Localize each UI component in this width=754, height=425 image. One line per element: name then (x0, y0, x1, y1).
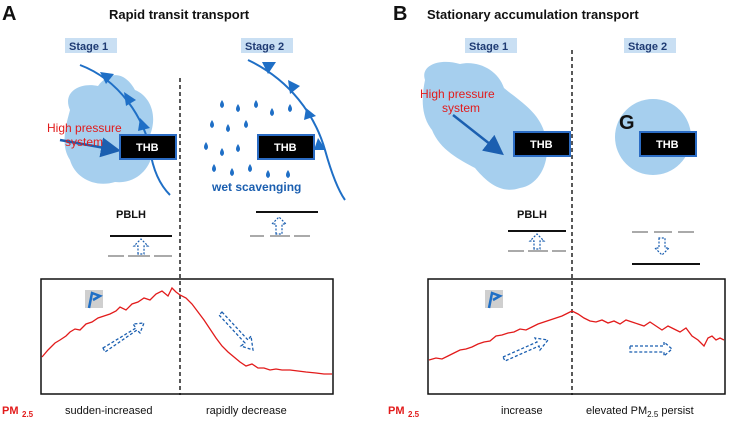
panel-a-pblh-label: PBLH (116, 209, 146, 221)
panel-b-thb-label-1: THB (530, 139, 553, 151)
front-triangle (138, 118, 150, 131)
raindrop-icon (226, 124, 230, 132)
panel-b-stage2-label: Stage 2 (628, 41, 667, 53)
panel-b-thb-label-2: THB (656, 139, 679, 151)
panel-b-pm-box (427, 278, 726, 395)
panel-b: B Stationary accumulation transport Stag… (388, 3, 726, 419)
raindrop-icon (212, 164, 216, 172)
panel-b-bottom-right-label: elevated PM2.5 persist (586, 405, 694, 419)
panel-b-bottom-right-sub: 2.5 (647, 410, 659, 419)
panel-b-flow-arrow (452, 114, 504, 156)
panel-a-thb-box-1 (119, 134, 177, 160)
panel-a-thb-box-2 (257, 134, 315, 160)
panel-b-bottom-left-label: increase (501, 405, 543, 417)
trend-arrow-icon (502, 337, 550, 362)
panel-b-thb-box-2 (639, 131, 697, 157)
raindrop-icon (288, 104, 292, 112)
raindrop-icon (236, 144, 240, 152)
panel-a-stage2-label: Stage 2 (245, 41, 284, 53)
panel-a-letter: A (2, 3, 16, 25)
panel-a-pblh-up-arrow-1 (132, 238, 150, 255)
flag-icon (87, 291, 103, 309)
panel-b-high-pressure-label-2: system (442, 101, 480, 115)
raindrop-icon (286, 170, 290, 178)
panel-b-pm-subscript: 2.5 (408, 410, 420, 419)
trend-arrow-icon (218, 311, 254, 351)
panel-a-bottom-left-label: sudden-increased (65, 405, 152, 417)
front-triangle (262, 62, 276, 74)
front-triangle (124, 92, 136, 106)
panel-a-high-pressure-label-1: High pressure (47, 121, 122, 135)
raindrop-icon (236, 104, 240, 112)
panel-b-title: Stationary accumulation transport (427, 7, 639, 22)
panel-a-thb-label-2: THB (274, 142, 297, 154)
panel-a-stage1-bg (65, 38, 117, 53)
panel-b-pblh-label: PBLH (517, 209, 547, 221)
raindrop-icon (266, 170, 270, 178)
panel-a-high-pressure-label-2: system (65, 135, 103, 149)
panel-b-g-label: G (619, 112, 635, 134)
panel-b-letter: B (393, 3, 407, 25)
panel-a-thb-label-1: THB (136, 142, 159, 154)
front-triangle (288, 80, 300, 94)
panel-b-high-pressure-label-1: High pressure (420, 87, 495, 101)
panel-b-stage1-bg (465, 38, 517, 53)
panel-b-thb-box-1 (513, 131, 571, 157)
raindrop-icon (220, 148, 224, 156)
panel-b-high-pressure-airmass (422, 61, 548, 190)
panel-a-stage1-label: Stage 1 (69, 41, 108, 53)
trend-arrow-icon (102, 322, 145, 353)
raindrop-icon (270, 108, 274, 116)
raindrop-icon (244, 120, 248, 128)
panel-b-pm-label: PM (388, 405, 405, 417)
panel-b-stage2-bg (624, 38, 676, 53)
front-triangle (100, 72, 114, 84)
front-triangle (304, 108, 316, 120)
raindrop-icon (204, 142, 208, 150)
panel-b-pblh-down-arrow (653, 237, 671, 256)
panel-a: A Rapid transit transport Stage 1 Stage … (2, 3, 346, 419)
raindrop-icon (248, 164, 252, 172)
trend-arrow-icon (629, 340, 673, 358)
panel-b-bottom-right-tail: persist (658, 405, 693, 417)
panel-a-flow-arrow (59, 137, 121, 158)
panel-a-raindrops (204, 100, 292, 178)
panel-a-stage2-bg (241, 38, 293, 53)
panel-b-bottom-right-main: elevated PM (586, 405, 647, 417)
raindrop-icon (254, 100, 258, 108)
panel-a-bottom-right-label: rapidly decrease (206, 405, 287, 417)
raindrop-icon (210, 120, 214, 128)
panel-a-pm-label: PM (2, 405, 19, 417)
flag-icon (487, 291, 503, 309)
panel-a-pm-box (40, 278, 334, 395)
panel-a-cold-front-2 (247, 59, 346, 201)
panel-a-title: Rapid transit transport (109, 7, 250, 22)
raindrop-icon (220, 100, 224, 108)
panel-a-wet-scavenging-label: wet scavenging (211, 180, 301, 194)
front-triangle (314, 138, 326, 150)
panel-a-pm-subscript: 2.5 (22, 410, 34, 419)
panel-b-pblh-up-arrow (528, 233, 546, 250)
panel-a-pm-line (41, 286, 332, 375)
panel-b-pm-line (428, 310, 725, 361)
panel-b-stage1-label: Stage 1 (469, 41, 508, 53)
panel-a-pblh-up-arrow-2 (270, 216, 288, 235)
raindrop-icon (230, 168, 234, 176)
